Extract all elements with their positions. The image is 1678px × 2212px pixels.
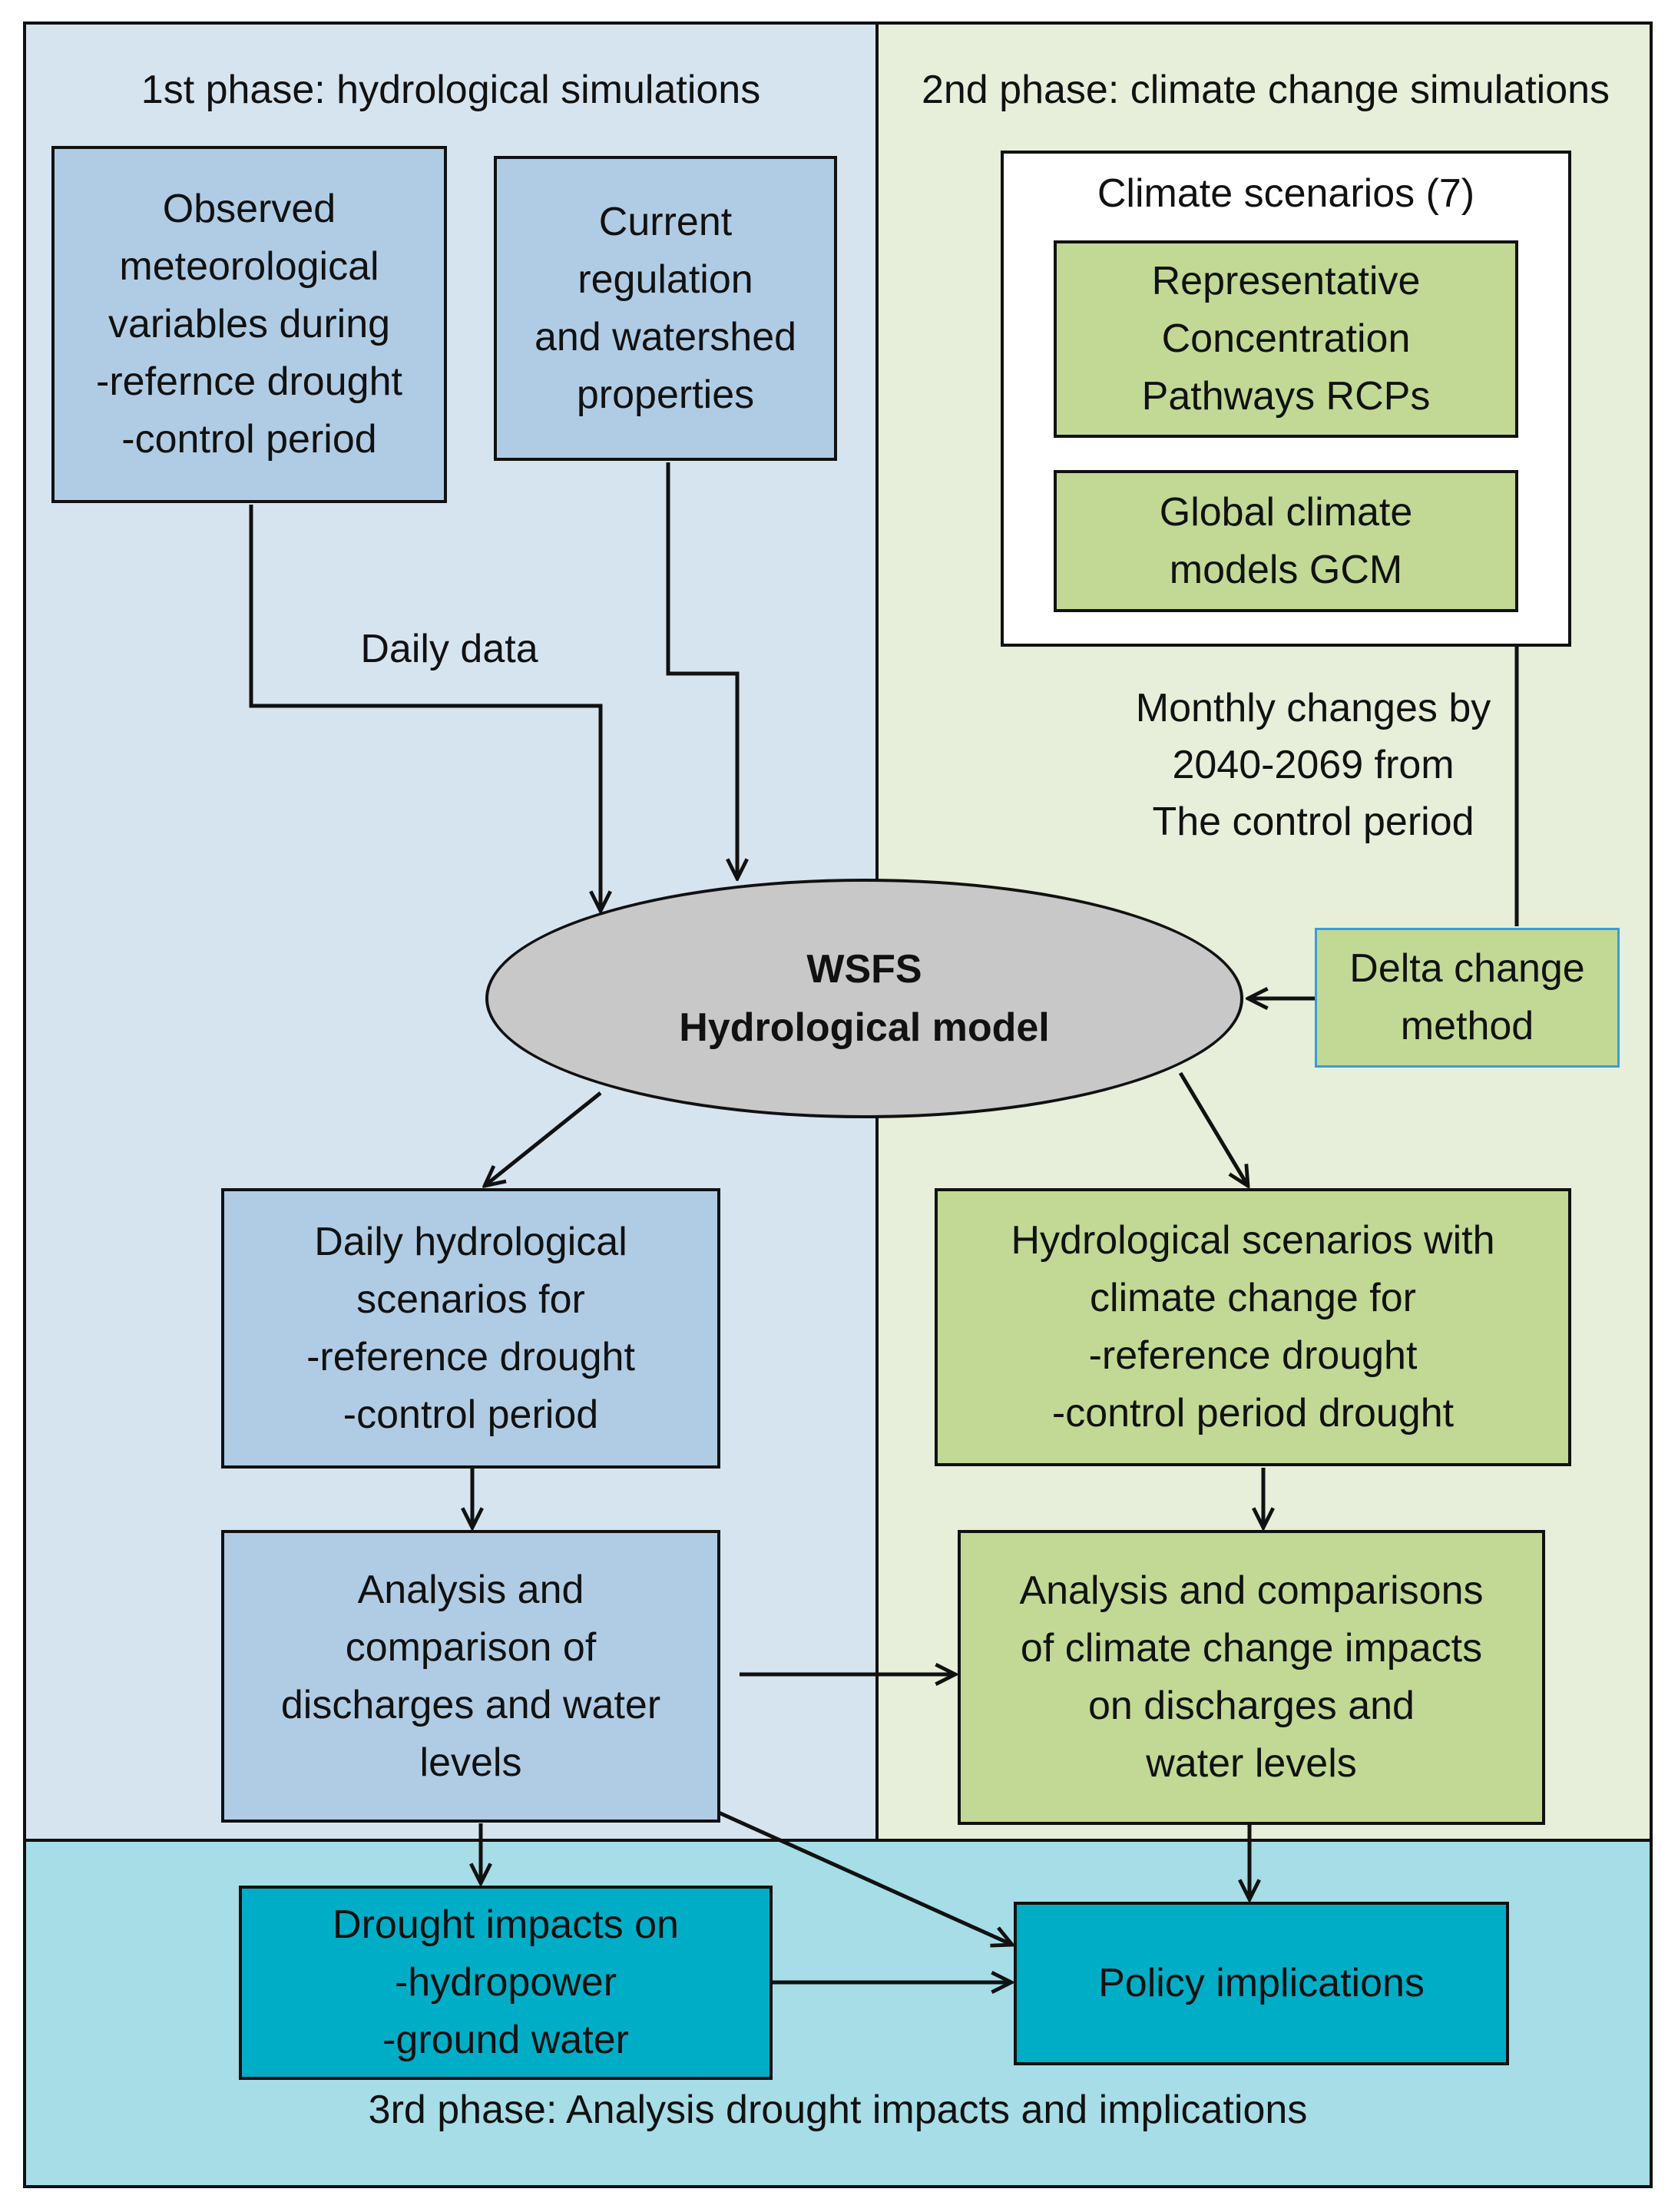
arrow-observed-to-model bbox=[249, 505, 601, 911]
observed-line-2: meteorological bbox=[119, 244, 379, 289]
arrow-regulation-to-model bbox=[666, 462, 737, 879]
observed-line-3: variables during bbox=[108, 302, 391, 346]
analysis-right-line-1: Analysis and comparisons bbox=[1019, 1568, 1484, 1613]
analysis-right-line-2: of climate change impacts bbox=[1020, 1626, 1483, 1671]
analysis-right-line-3: on discharges and bbox=[1088, 1684, 1415, 1728]
climate-scenarios-title: Climate scenarios (7) bbox=[1097, 171, 1475, 216]
analysis-left-line-4: levels bbox=[419, 1740, 522, 1785]
hydro-scenarios-line-3: -reference drought bbox=[1088, 1333, 1418, 1378]
analysis-right-box: Analysis and comparisons of climate chan… bbox=[958, 1530, 1545, 1825]
analysis-left-line-2: comparison of bbox=[345, 1624, 597, 1670]
phase1-title: 1st phase: hydrological simulations bbox=[141, 68, 761, 112]
arrow-model-to-daily bbox=[485, 1091, 602, 1186]
arrow-model-to-hydro bbox=[1178, 1071, 1248, 1186]
daily-scenarios-line-2: scenarios for bbox=[356, 1277, 585, 1322]
daily-scenarios-box: Daily hydrological scenarios for -refere… bbox=[221, 1188, 720, 1469]
drought-impacts-box: Drought impacts on -hydropower -ground w… bbox=[239, 1886, 773, 2080]
wsfs-line-2: Hydrological model bbox=[679, 1005, 1050, 1050]
rcp-line-1: Representative bbox=[1151, 259, 1421, 303]
drought-line-1: Drought impacts on bbox=[333, 1902, 679, 1947]
daily-scenarios-line-3: -reference drought bbox=[306, 1334, 635, 1379]
rcp-box: Representative Concentration Pathways RC… bbox=[1054, 240, 1518, 438]
daily-data-label: Daily data bbox=[360, 627, 538, 671]
daily-scenarios-line-1: Daily hydrological bbox=[314, 1219, 627, 1264]
daily-scenarios-line-4: -control period bbox=[343, 1392, 599, 1437]
observed-line-1: Observed bbox=[162, 187, 336, 231]
observed-line-5: -control period bbox=[121, 417, 377, 462]
delta-line-1: Delta change bbox=[1349, 946, 1585, 991]
delta-line-2: method bbox=[1400, 1004, 1534, 1048]
regulation-line-1: Current bbox=[598, 199, 733, 244]
phase3-title: 3rd phase: Analysis drought impacts and … bbox=[368, 2088, 1308, 2132]
gcm-line-1: Global climate bbox=[1159, 489, 1413, 535]
gcm-box: Global climate models GCM bbox=[1054, 470, 1518, 612]
monthly-line-1: Monthly changes by bbox=[1135, 686, 1491, 730]
regulation-line-4: properties bbox=[576, 372, 755, 417]
regulation-line-3: and watershed bbox=[534, 314, 797, 359]
drought-line-3: -ground water bbox=[382, 2018, 629, 2062]
policy-label: Policy implications bbox=[1098, 1961, 1425, 2005]
monthly-line-2: 2040-2069 from bbox=[1172, 743, 1455, 787]
policy-implications-box: Policy implications bbox=[1014, 1902, 1509, 2065]
delta-change-box: Delta change method bbox=[1315, 928, 1620, 1068]
regulation-line-2: regulation bbox=[578, 257, 753, 302]
monthly-line-3: The control period bbox=[1152, 800, 1474, 844]
current-regulation-box: Current regulation and watershed propert… bbox=[494, 156, 837, 461]
monthly-changes-label: Monthly changes by 2040-2069 from The co… bbox=[1075, 680, 1551, 850]
wsfs-line-1: WSFS bbox=[806, 947, 922, 992]
observed-variables-box: Observed meteorological variables during… bbox=[51, 146, 447, 503]
hydro-scenarios-line-4: -control period drought bbox=[1051, 1391, 1455, 1435]
wsfs-model-node: WSFS Hydrological model bbox=[485, 879, 1243, 1118]
observed-line-4: -refernce drought bbox=[96, 359, 402, 404]
analysis-left-box: Analysis and comparison of discharges an… bbox=[221, 1530, 720, 1823]
analysis-left-line-1: Analysis and bbox=[357, 1567, 584, 1612]
hydro-scenarios-line-1: Hydrological scenarios with bbox=[1011, 1218, 1495, 1263]
hydro-scenarios-box: Hydrological scenarios with climate chan… bbox=[935, 1188, 1571, 1466]
gcm-line-2: models GCM bbox=[1169, 547, 1403, 592]
hydro-scenarios-line-2: climate change for bbox=[1090, 1276, 1416, 1320]
phase2-title: 2nd phase: climate change simulations bbox=[921, 68, 1610, 112]
rcp-line-3: Pathways RCPs bbox=[1141, 374, 1431, 419]
drought-line-2: -hydropower bbox=[394, 1960, 617, 2005]
analysis-right-line-4: water levels bbox=[1146, 1741, 1357, 1786]
arrow-analysis-left-to-policy bbox=[717, 1810, 1012, 1945]
analysis-left-line-3: discharges and water bbox=[280, 1682, 661, 1727]
rcp-line-2: Concentration bbox=[1161, 316, 1411, 361]
